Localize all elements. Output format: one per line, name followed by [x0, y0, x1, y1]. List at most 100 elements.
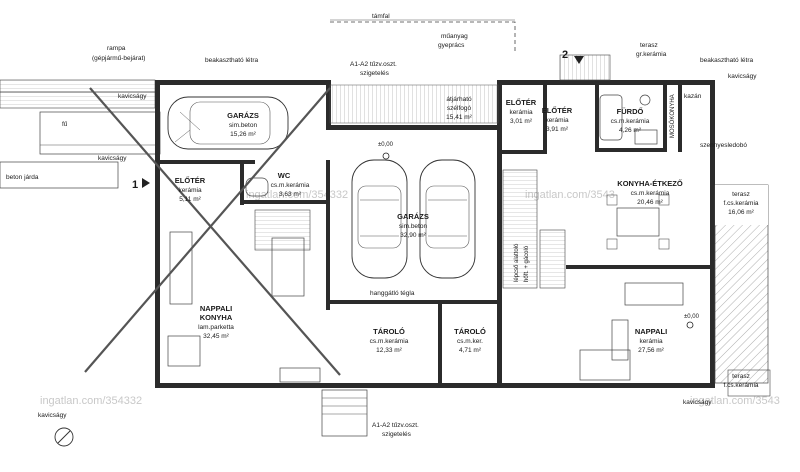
room-area: 20,46 m² [637, 199, 663, 206]
room-name-line2: szélfogó [447, 105, 472, 112]
mososkonyha-label: MOSÓKONYHA [669, 94, 676, 138]
room-finish: f.cs.kerámia [723, 382, 758, 389]
muanyag-label-2: gyeprács [438, 42, 465, 49]
kavicsagy-label-top: kavicságy [118, 93, 147, 100]
room-area: 3,01 m² [510, 118, 533, 125]
room-area: 27,56 m² [638, 347, 664, 354]
room-labels: GARÁZS sim.beton 15,26 m² ELŐTÉR kerámia… [175, 96, 759, 389]
level-left: ±0,00 [378, 142, 394, 148]
room-name: WC [278, 171, 291, 180]
room-name: KONYHA-ÉTKEZŐ [617, 179, 683, 188]
kavicsagy-label-br: kavicságy [683, 399, 712, 406]
szemnyesledobo-label: szennyesledobó [700, 142, 747, 149]
cross-out-mark [84, 87, 341, 376]
room-area: 4,26 m² [619, 127, 642, 134]
bottom-entrance [321, 389, 368, 437]
ramp-area: rampa (gépjármű-bejárat) kavicságy fű ka… [0, 45, 161, 419]
kavicsagy-label-right: kavicságy [728, 73, 757, 80]
fire-bottom-label-2: szigetelés [382, 431, 412, 438]
lepcso-label-1: lépcső alattoló [514, 243, 520, 282]
room-name: GARÁZS [227, 111, 259, 120]
room-nappali-right: NAPPALI kerámia 27,56 m² [635, 327, 667, 354]
room-area: 12,33 m² [376, 347, 402, 354]
room-garage-small: GARÁZS sim.beton 15,26 m² [227, 111, 259, 138]
room-finish: cs.m.kerámia [370, 338, 409, 345]
watermark-left: ingatlan.com/354332 [40, 395, 142, 407]
room-eloter-mid: ELŐTÉR kerámia 3,01 m² [506, 98, 537, 125]
room-finish: f.cs.kerámia [723, 200, 758, 207]
watermark-mid-left: ingatlan.com/354332 [246, 189, 348, 201]
section-1-label: 1 [132, 179, 138, 191]
left-furniture [167, 177, 321, 383]
watermarks: ingatlan.com/354332 ingatlan.com/354332 … [40, 189, 780, 407]
car-left [351, 159, 408, 279]
rampa-sub-label: (gépjármű-bejárat) [92, 55, 145, 62]
right-furniture [579, 94, 684, 381]
room-area: 15,26 m² [230, 131, 256, 138]
lepcso-label-2: hőft. + gácoló [524, 245, 530, 282]
level-right: ±0,00 [684, 314, 700, 320]
terasz-top-label: terasz [640, 42, 658, 49]
room-finish: cs.m.ker. [457, 338, 483, 345]
room-name: TÁROLÓ [373, 327, 405, 336]
room-name: NAPPALI [200, 304, 232, 313]
section-2-label: 2 [562, 49, 568, 61]
room-tarolo-2: TÁROLÓ cs.m.ker. 4,71 m² [454, 327, 486, 354]
room-name: terasz [732, 191, 750, 198]
room-finish: kerámia [545, 117, 569, 124]
watermark-right: ingatlan.com/3543 [690, 395, 780, 407]
kavicsagy-label-bottom: kavicságy [38, 412, 67, 419]
passage-grid [329, 84, 499, 124]
room-wc: WC cs.m.kerámia 3,63 m² [271, 171, 310, 198]
room-eloter-right: ELŐTÉR kerámia 3,91 m² [542, 106, 573, 133]
room-area: 5,11 m² [179, 196, 201, 203]
fire-top-label-2: szigetelés [360, 70, 390, 77]
beakaszthato-right-label: beakasztható létra [700, 57, 754, 64]
room-name: terasz [732, 373, 750, 380]
beton-jarda-label: beton járda [6, 174, 39, 181]
hanggatlo-label: hanggátló tégla [370, 290, 415, 297]
small-garage-car [167, 96, 289, 150]
room-area: 3,63 m² [279, 191, 302, 198]
room-area: 4,71 m² [459, 347, 482, 354]
room-name: FÜRDŐ [617, 107, 644, 116]
room-finish: cs.m.kerámia [631, 190, 670, 197]
room-name: ELŐTÉR [506, 98, 537, 107]
outer-walls [155, 80, 715, 388]
room-garage-big: GARÁZS sim.beton 32,90 m² [397, 212, 429, 239]
room-finish: sim.beton [229, 122, 258, 129]
muanyag-label-1: műanyag [441, 33, 468, 40]
watermark-mid-right: ingatlan.com/3543 [525, 189, 615, 201]
room-area: 15,41 m² [446, 114, 472, 121]
room-terasz-br: terasz f.cs.kerámia [723, 373, 758, 389]
north-arrow-icon [54, 427, 74, 447]
fu-label: fű [62, 121, 68, 128]
terasz-top-finish: gr.kerámia [636, 51, 667, 58]
room-area: 16,06 m² [728, 209, 754, 216]
garage-cars [351, 159, 476, 279]
room-terasz-right: terasz f.cs.kerámia 16,06 m² [723, 191, 758, 216]
room-tarolo-1: TÁROLÓ cs.m.kerámia 12,33 m² [370, 327, 409, 354]
stairs [254, 54, 611, 289]
room-furdo: FÜRDŐ cs.m.kerámia 4,26 m² [611, 107, 650, 134]
room-name: ELŐTÉR [542, 106, 573, 115]
room-finish: kerámia [178, 187, 202, 194]
room-name-line2: KONYHA [200, 313, 233, 322]
car-right [419, 159, 476, 279]
level-markers: ±0,00 ±0,00 [378, 142, 700, 329]
room-finish: cs.m.kerámia [611, 118, 650, 125]
room-nappali-left: NAPPALI KONYHA lam.parketta 32,45 m² [198, 304, 234, 340]
room-finish: sim.beton [399, 223, 428, 230]
room-konyha: KONYHA-ÉTKEZŐ cs.m.kerámia 20,46 m² [617, 179, 683, 206]
annotations: beakasztható létra A1-A2 tűzv.oszt. szig… [205, 33, 757, 438]
kavicsagy-label-mid: kavicságy [98, 155, 127, 162]
room-finish: lam.parketta [198, 324, 234, 331]
room-eloter-left: ELŐTÉR kerámia 5,11 m² [175, 176, 206, 203]
room-name: TÁROLÓ [454, 327, 486, 336]
room-finish: kerámia [509, 109, 533, 116]
room-area: 32,90 m² [400, 232, 426, 239]
beakaszthato-left-label: beakasztható létra [205, 57, 259, 64]
rampa-label: rampa [107, 45, 126, 52]
room-area: 3,91 m² [546, 126, 569, 133]
room-area: 32,45 m² [203, 333, 229, 340]
